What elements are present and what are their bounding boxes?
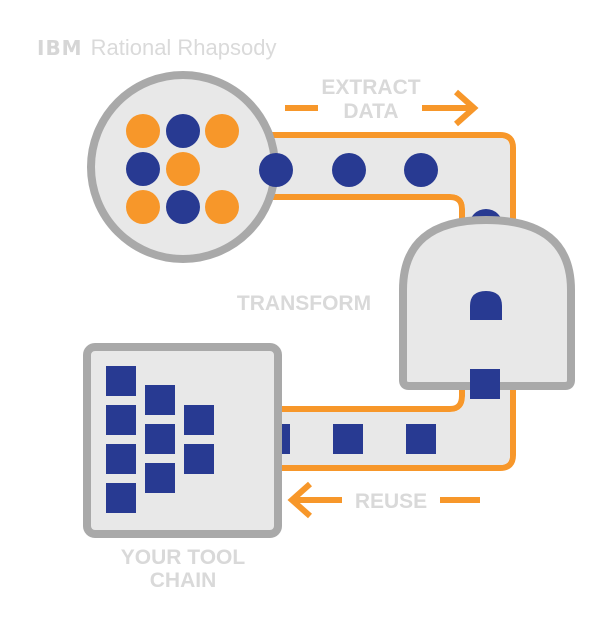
arrow-left-icon [287, 481, 312, 519]
data-dot [259, 153, 293, 187]
extract-label-line1: EXTRACT [321, 76, 420, 99]
toolchain-label-line2: CHAIN [150, 569, 217, 592]
data-square [333, 424, 363, 454]
data-square [106, 366, 136, 396]
data-square [106, 405, 136, 435]
data-dot [332, 153, 366, 187]
data-square [406, 424, 436, 454]
data-dot [205, 114, 239, 148]
toolchain-label-line1: YOUR TOOL [121, 546, 246, 569]
product-name: Rational Rhapsody [90, 35, 277, 60]
data-square [470, 369, 500, 399]
transform-chamber [399, 215, 575, 399]
extract-arrow [285, 89, 479, 127]
data-dot [404, 153, 438, 187]
data-dot [205, 190, 239, 224]
data-square [184, 405, 214, 435]
source-data-circle [87, 71, 279, 263]
data-dot [126, 190, 160, 224]
extract-pipe [260, 132, 516, 228]
reuse-label: REUSE [355, 490, 427, 513]
reuse-arrow [287, 481, 480, 519]
data-square [145, 424, 175, 454]
data-dot [166, 114, 200, 148]
transform-label: TRANSFORM [237, 292, 371, 315]
data-dot [166, 190, 200, 224]
arrow-right-icon [454, 89, 479, 127]
data-square [106, 444, 136, 474]
data-square [184, 444, 214, 474]
extract-label-line2: DATA [343, 100, 398, 123]
transforming-shape [470, 291, 502, 320]
data-dot [126, 114, 160, 148]
data-square [145, 385, 175, 415]
data-square [106, 483, 136, 513]
data-dot [126, 152, 160, 186]
data-square [145, 463, 175, 493]
brand-header: IBM Rational Rhapsody [37, 34, 277, 62]
reuse-pipe [270, 380, 516, 471]
data-dot [166, 152, 200, 186]
tool-chain-box [83, 343, 282, 538]
ibm-logo: IBM [37, 36, 83, 60]
reused-squares [260, 424, 436, 454]
